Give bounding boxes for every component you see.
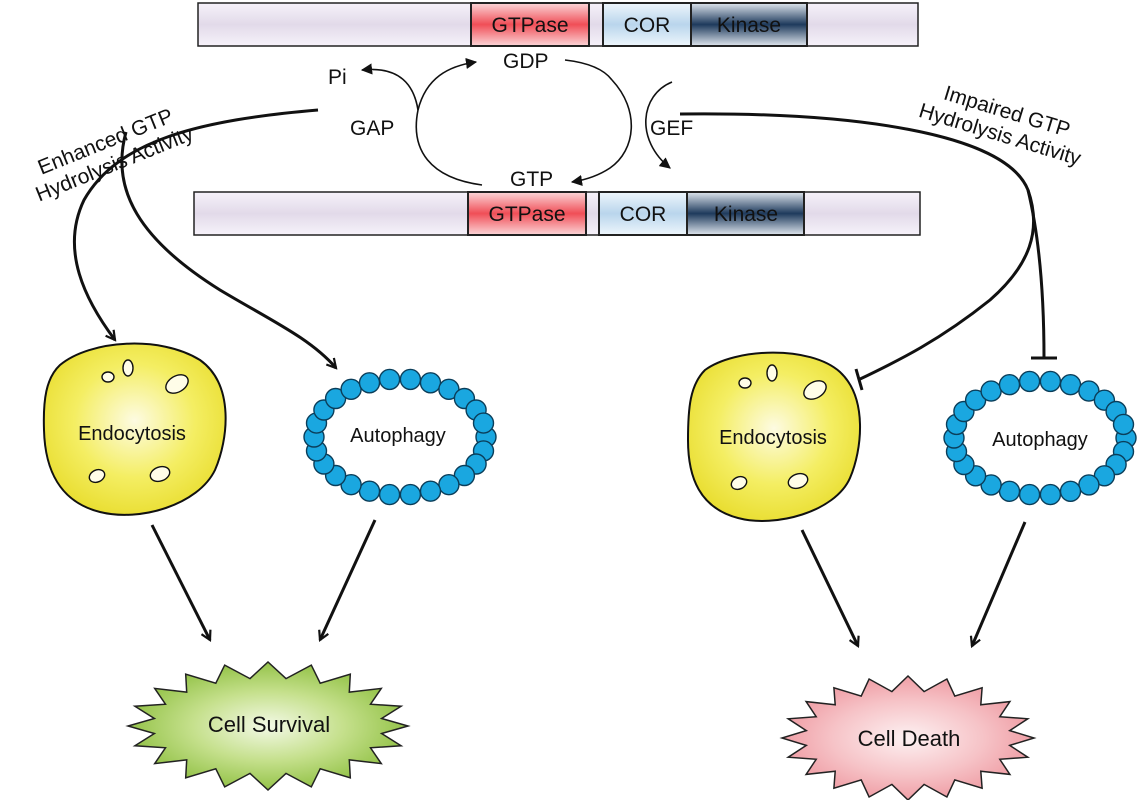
inhibit-right-endocytosis <box>679 112 1036 382</box>
right-endocytosis-to-death-arrow <box>800 529 858 646</box>
autophagosome-bead <box>1078 474 1100 496</box>
autophagosome-bead <box>453 464 476 487</box>
gef-cycle-arc <box>570 79 633 187</box>
endosome-vesicle <box>88 468 106 484</box>
cor-domain <box>602 2 692 47</box>
cor-label: COR <box>620 203 667 226</box>
autophagosome-bead <box>340 378 362 400</box>
endosome-vesicle <box>149 465 171 483</box>
kinase-label: Kinase <box>717 14 781 37</box>
endosome-vesicle <box>766 364 778 382</box>
arrow-to-left-autophagy <box>120 131 336 368</box>
autophagosome-bead <box>358 480 381 502</box>
autophagosome-bead <box>324 387 347 410</box>
autophagosome-bead <box>1059 374 1082 396</box>
inhibit-right-autophagy <box>1026 189 1046 359</box>
cell-death-label: Cell Death <box>858 726 961 751</box>
autophagosome-bead <box>472 412 495 434</box>
autophagosome-bead <box>1112 413 1135 436</box>
cell-survival-label: Cell Survival <box>208 712 330 737</box>
left-pathway-arrows <box>72 108 377 640</box>
gdp-label: GDP <box>503 50 549 73</box>
autophagosome-bead <box>378 483 401 506</box>
kinase-domain <box>686 191 805 236</box>
gtp-gdp-cycle: GDP Pi GAP GEF GTP <box>328 50 693 191</box>
gap-label: GAP <box>350 117 394 140</box>
right-endocytosis-organelle: Endocytosis <box>686 351 861 522</box>
right-endocytosis-label: Endocytosis <box>719 427 827 449</box>
autophagosome-bead <box>419 480 442 502</box>
death-burst-shape <box>779 674 1037 802</box>
left-autophagy-organelle: Autophagy <box>303 368 497 506</box>
right-autophagy-organelle: Autophagy <box>943 370 1137 506</box>
autophagosome-bead <box>1039 370 1062 393</box>
left-endocytosis-to-survival-arrow <box>150 524 210 640</box>
autophagosome-bead <box>399 368 422 391</box>
left-endocytosis-organelle: Endocytosis <box>42 342 227 516</box>
endosome-vesicle <box>122 359 134 377</box>
arrow-to-left-endocytosis <box>72 108 319 340</box>
gtpase-domain <box>470 2 590 47</box>
autophagosome-bead <box>1018 483 1041 506</box>
pi-label: Pi <box>328 66 347 89</box>
right-autophagy-to-death-arrow <box>972 521 1027 646</box>
gtpase-domain <box>467 191 587 236</box>
endosome-vesicle <box>165 374 189 394</box>
gtpase-label: GTPase <box>488 203 565 226</box>
autophagosome-bead <box>1059 480 1082 502</box>
endosome-vesicle <box>101 371 115 383</box>
gdp-tail-line <box>564 59 613 81</box>
gef-label: GEF <box>650 117 693 140</box>
left-endocytosis-label: Endocytosis <box>78 423 186 445</box>
right-pathway-arrows <box>679 112 1057 646</box>
gef-input-arrow <box>645 81 673 169</box>
right-endocytosis-inhibit-bar <box>854 368 864 391</box>
protein-bar-gtp: GTPase COR Kinase <box>193 191 921 236</box>
autophagosome-bead <box>378 368 401 391</box>
autophagosome-bead <box>340 474 362 496</box>
autophagosome-bead <box>358 372 381 394</box>
kinase-domain <box>690 2 808 47</box>
impaired-hydrolysis-label: Impaired GTP Hydrolysis Activity <box>916 82 1084 171</box>
cor-label: COR <box>624 14 671 37</box>
right-autophagy-label: Autophagy <box>992 429 1088 451</box>
autophagosome-bead <box>998 480 1021 502</box>
autophagosome-bead <box>438 474 460 496</box>
cor-domain <box>598 191 688 236</box>
pi-release-arrow <box>360 63 419 111</box>
protein-bar-gdp: GTPase COR Kinase <box>197 2 919 47</box>
cell-death-outcome: Cell Death <box>779 674 1037 802</box>
endosome-vesicle <box>738 377 752 389</box>
gtpase-label: GTPase <box>491 14 568 37</box>
endosome-vesicle <box>730 475 748 491</box>
endosome-vesicle <box>803 380 827 400</box>
autophagosome-bead <box>399 483 422 506</box>
autophagosome-bead <box>1039 483 1062 506</box>
left-autophagy-to-survival-arrow <box>320 519 377 640</box>
enhanced-hydrolysis-label: Enhanced GTP Hydrolysis Activity <box>32 104 197 206</box>
autophagosome-bead <box>980 380 1002 402</box>
autophagosome-bead <box>438 378 460 400</box>
autophagosome-bead <box>419 372 442 394</box>
left-autophagy-label: Autophagy <box>350 425 446 447</box>
gtp-label: GTP <box>510 168 553 191</box>
survival-burst-shape <box>125 660 411 792</box>
cell-survival-outcome: Cell Survival <box>125 660 411 792</box>
autophagosome-bead <box>998 374 1021 396</box>
kinase-label: Kinase <box>714 203 778 226</box>
gap-cycle-arc <box>415 57 483 186</box>
endosome-vesicle <box>787 472 809 490</box>
autophagosome-bead <box>1018 370 1041 393</box>
